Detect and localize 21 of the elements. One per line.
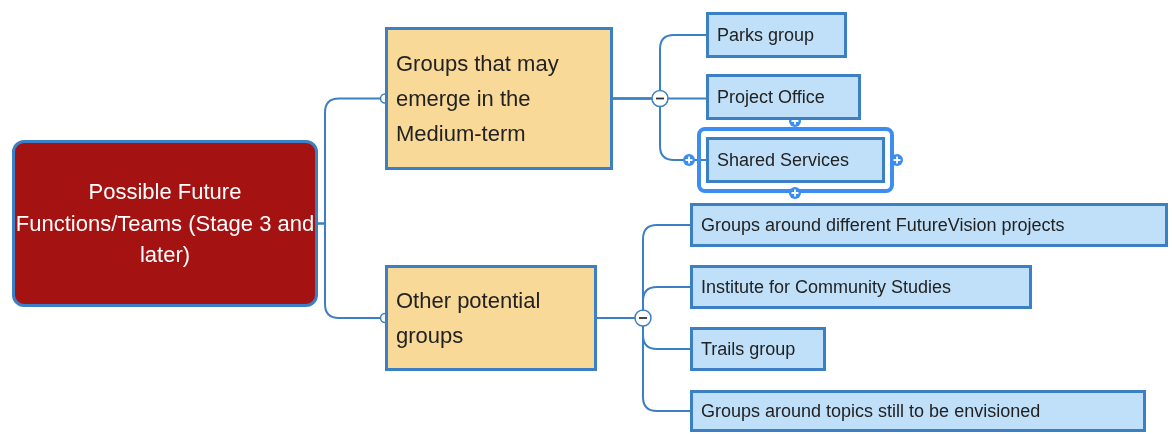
subtopic-box <box>706 12 847 58</box>
topic-text: Parks group <box>717 23 815 47</box>
topic-text: Other potential groups <box>396 286 542 350</box>
topic-text: Shared Services <box>717 148 850 172</box>
subtopic-box <box>690 390 1146 432</box>
connector-line <box>612 97 707 161</box>
topic-text: Institute for Community Studies <box>701 275 952 299</box>
topic-text: Project Office <box>717 85 825 109</box>
topic-box <box>385 265 597 371</box>
root-topic-box <box>12 140 318 307</box>
topic-box <box>385 27 613 170</box>
subtopic-box <box>690 265 1032 309</box>
topic-text: Groups around topics still to be envisioned <box>701 399 1041 423</box>
topic-text: Groups that may emerge in the Medium-term <box>396 49 560 149</box>
topic-text: Groups around different FutureVision projects <box>701 213 1065 237</box>
subtopic-box <box>706 74 861 120</box>
subtopic-box <box>706 137 885 183</box>
subtopic-box <box>690 203 1168 247</box>
subtopic-box <box>690 327 826 371</box>
topic-text: Possible Future Functions/Teams (Stage 3 and later) <box>15 177 315 270</box>
topic-text: Trails group <box>701 337 796 361</box>
